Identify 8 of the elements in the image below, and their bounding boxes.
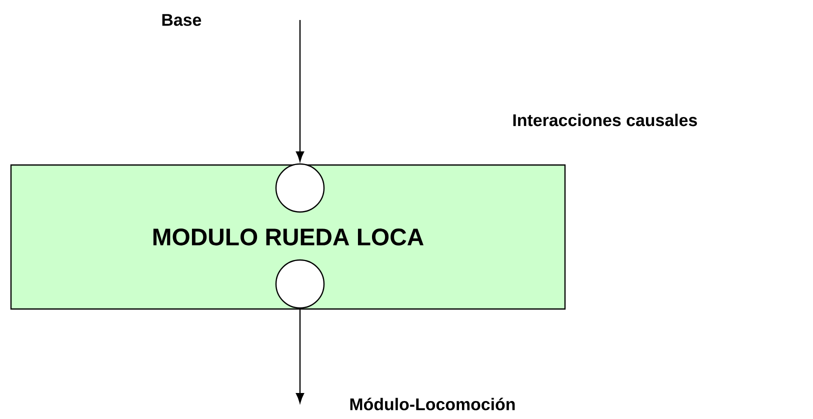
text-label: Módulo-Locomoción (350, 398, 515, 410)
text-label: Interacciones causales (513, 114, 697, 126)
module-box: MODULO RUEDA LOCA (10, 164, 566, 310)
port-circle (275, 163, 325, 213)
port-circle (275, 259, 325, 309)
text-label: Base (162, 14, 202, 26)
arrow (296, 308, 304, 404)
arrow (296, 20, 304, 162)
